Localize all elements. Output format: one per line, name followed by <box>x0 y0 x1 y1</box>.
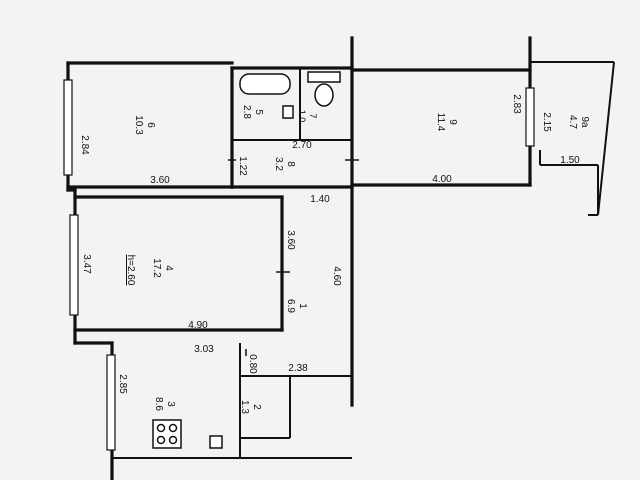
kitchen-sink-icon <box>209 435 223 449</box>
dimension-label: 2.70 <box>292 140 312 151</box>
dimension-label: 3.47 <box>81 254 92 274</box>
dimension-label: 0.80 <box>247 354 258 374</box>
room-9-label: 9 11.4 <box>435 113 458 132</box>
dimension-label: 3.03 <box>194 344 214 355</box>
room-area: 17.2 <box>151 258 162 278</box>
room-number: 9a <box>579 116 590 128</box>
sink-icon <box>282 105 294 119</box>
room-2-label: 2 1.3 <box>239 400 262 414</box>
room-5-label: 5 2.8 <box>241 105 264 119</box>
stove-burner-icon <box>168 423 178 433</box>
room-number: 3 <box>165 401 176 407</box>
room-area: 8.6 <box>153 397 164 411</box>
room-6-label: 6 10.3 <box>133 115 156 135</box>
bathtub-icon <box>239 73 291 95</box>
dimension-label: 1.22 <box>237 156 248 176</box>
dimension-label: 4.00 <box>432 174 452 185</box>
room-4-label: 4 17.2 <box>151 258 174 278</box>
window-room-3 <box>106 354 116 451</box>
stove-burner-icon <box>156 435 166 445</box>
dimension-label: 3.60 <box>285 230 296 250</box>
dimension-label: 2.84 <box>79 135 90 155</box>
stove-icon <box>152 419 182 449</box>
room-number: 2 <box>251 404 262 410</box>
dimension-label: 2.85 <box>117 374 128 394</box>
room-8-label: 8 3.2 <box>273 157 296 171</box>
balcony-door <box>525 87 535 147</box>
window-room-6 <box>63 79 73 176</box>
stove-burner-icon <box>168 435 178 445</box>
cistern-icon <box>307 71 341 83</box>
dimension-label: 4.60 <box>331 266 342 286</box>
room-area: 6.9 <box>285 299 296 313</box>
dimension-label: 4.90 <box>188 320 208 331</box>
dimension-label: 2.15 <box>541 112 552 132</box>
dimension-label: 1.40 <box>310 194 330 205</box>
dimension-ticks <box>228 159 359 356</box>
dimension-label: 1.50 <box>560 155 580 166</box>
room-area: 10.3 <box>133 115 144 135</box>
room-area: 4.7 <box>567 115 578 129</box>
room-9a-label: 9a 4.7 <box>567 115 590 129</box>
room-number: 9 <box>447 119 458 125</box>
room-number: 4 <box>163 265 174 271</box>
ceiling-height-label: h=2.60 <box>125 255 136 286</box>
room-area: 3.2 <box>273 157 284 171</box>
room-area: 11.4 <box>435 113 446 132</box>
room-number: 1 <box>297 303 308 309</box>
room-3-label: 3 8.6 <box>153 397 176 411</box>
stove-burner-icon <box>156 423 166 433</box>
room-number: 5 <box>253 109 264 115</box>
dimension-label: 2.83 <box>511 94 522 114</box>
toilet-icon <box>314 83 334 107</box>
windows <box>63 79 535 451</box>
room-area: 1.3 <box>239 400 250 414</box>
room-number: 7 <box>308 113 318 118</box>
room-1-label: 1 6.9 <box>285 299 308 313</box>
ceiling-height: h=2.60 <box>125 255 136 286</box>
room-area: 2.8 <box>241 105 252 119</box>
room-area: 1.0 <box>297 110 307 123</box>
room-7-label: 7 1.0 <box>297 110 318 123</box>
window-room-4 <box>69 214 79 316</box>
dimension-label: 2.38 <box>288 363 308 374</box>
fixtures <box>152 71 341 449</box>
room-number: 8 <box>285 161 296 167</box>
room-number: 6 <box>145 122 156 128</box>
dimension-label: 3.60 <box>150 175 170 186</box>
